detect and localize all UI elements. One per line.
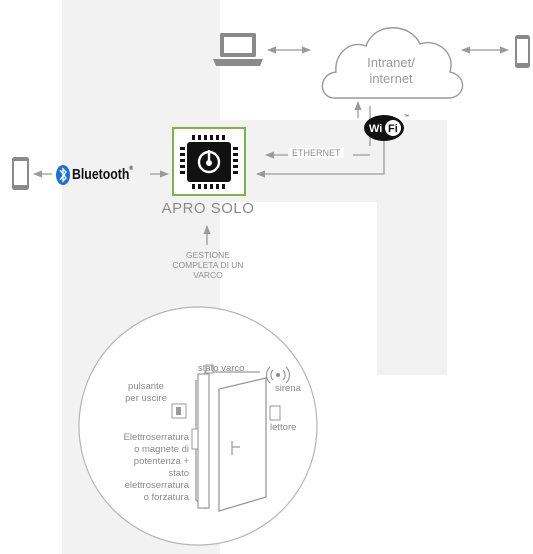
exit-button-line2: per uscire xyxy=(125,393,167,404)
management-line1: GESTIONE xyxy=(186,250,230,260)
lock-label: Elettroserratura o magnete di potentenza… xyxy=(95,432,189,504)
lock-line-3: potentenza + xyxy=(133,456,189,467)
svg-text:Fi: Fi xyxy=(388,123,398,135)
management-label: GESTIONE COMPLETA DI UN VARCO xyxy=(152,250,264,280)
cloud-label-line2: internet xyxy=(369,71,413,86)
line-wifi-to-device xyxy=(256,140,385,178)
lock-line-1: Elettroserratura xyxy=(123,432,189,443)
lock-line-2: o magnete di xyxy=(134,444,189,455)
cloud-label-line1: Intranet/ xyxy=(367,55,415,70)
svg-text:™: ™ xyxy=(404,114,409,120)
siren-icon xyxy=(266,366,290,384)
cloud-label: Intranet/ internet xyxy=(344,55,438,87)
svg-text:Wi: Wi xyxy=(369,123,382,135)
device-name: APRO SOLO xyxy=(161,200,255,217)
smartphone-icon-left xyxy=(12,157,29,190)
gate-state-label: stato varco xyxy=(198,363,245,374)
cloud-icon xyxy=(321,27,464,99)
chip-icon xyxy=(180,135,238,189)
exit-button-label: pulsante per uscire xyxy=(114,381,178,405)
wifi-icon: Wi Fi ™ xyxy=(364,114,409,141)
laptop-icon xyxy=(213,33,263,66)
bluetooth-icon xyxy=(56,165,70,185)
ethernet-label: ETHERNET xyxy=(289,148,344,158)
reader-label: lettore xyxy=(270,422,297,433)
bluetooth-registered-mark: ® xyxy=(129,166,134,172)
door-icon xyxy=(171,364,281,512)
siren-label: sirena xyxy=(275,383,301,394)
bluetooth-label: Bluetooth® xyxy=(72,166,133,183)
lock-line-4: stato xyxy=(168,468,189,479)
bluetooth-label-text: Bluetooth xyxy=(72,166,130,183)
exit-button-line1: pulsante xyxy=(128,381,164,392)
management-line3: VARCO xyxy=(193,270,223,280)
lock-line-5: elettroserratura xyxy=(124,480,189,491)
lock-line-6: o forzatura xyxy=(143,492,189,503)
management-line2: COMPLETA DI UN xyxy=(172,260,244,270)
smartphone-icon-right xyxy=(515,35,530,68)
